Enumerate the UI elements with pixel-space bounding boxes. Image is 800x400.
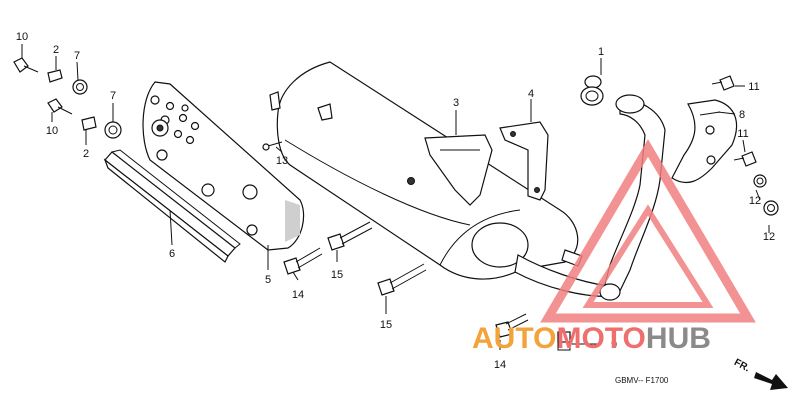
small-hardware [13,57,122,139]
callout-label: 7 [110,90,116,102]
watermark-part-hub: HUB [646,322,711,355]
callout-label: 15 [380,319,392,331]
callout-label: 4 [528,88,534,100]
drawing-code: GBMV-- F1700 [615,376,669,385]
callout-label: 5 [265,274,271,286]
callout-label: 7 [74,50,80,62]
direction-label: FR. [732,357,752,374]
callout-label: 10 [46,125,58,137]
callout-label: 8 [739,109,745,121]
front-direction-indicator: FR. [732,357,788,390]
callout-labels: 10 2 7 10 2 7 6 5 13 14 15 15 3 4 1 11 8… [16,31,775,371]
watermark-triangle [540,139,756,323]
heat-protector [142,81,305,251]
callout-label: 14 [292,289,304,301]
muffler [269,61,579,280]
callout-label: 9 [611,339,617,351]
gasket [580,75,604,106]
callout-label: 3 [453,97,459,109]
callout-label: 14 [494,359,506,371]
mounting-bolts [262,141,571,351]
watermark-part-moto: MOTO [556,322,645,355]
muffler-bracket [424,134,493,206]
callout-label: 10 [16,31,28,43]
svg-text:AUTOMOTOHUB: AUTOMOTOHUB [472,322,711,355]
callout-label: 1 [598,46,604,58]
watermark-logo: AUTOMOTOHUB [472,322,711,355]
watermark-part-auto: AUTO [472,322,556,355]
callout-label: 13 [276,155,288,167]
callout-label: 2 [83,148,89,160]
callout-label: 2 [53,44,59,56]
arrow-right-icon [754,372,788,390]
leader-lines [21,44,770,350]
callout-label: 11 [737,128,748,140]
right-hardware [711,75,779,216]
callout-label: 11 [748,81,759,93]
pipe-cover [671,99,738,183]
callout-label: 12 [749,195,761,207]
heat-guard-strip [103,149,241,263]
callout-label: 15 [331,269,343,281]
callout-label: 12 [763,231,775,243]
stay-bracket [499,121,549,201]
callout-label: 6 [169,248,175,260]
